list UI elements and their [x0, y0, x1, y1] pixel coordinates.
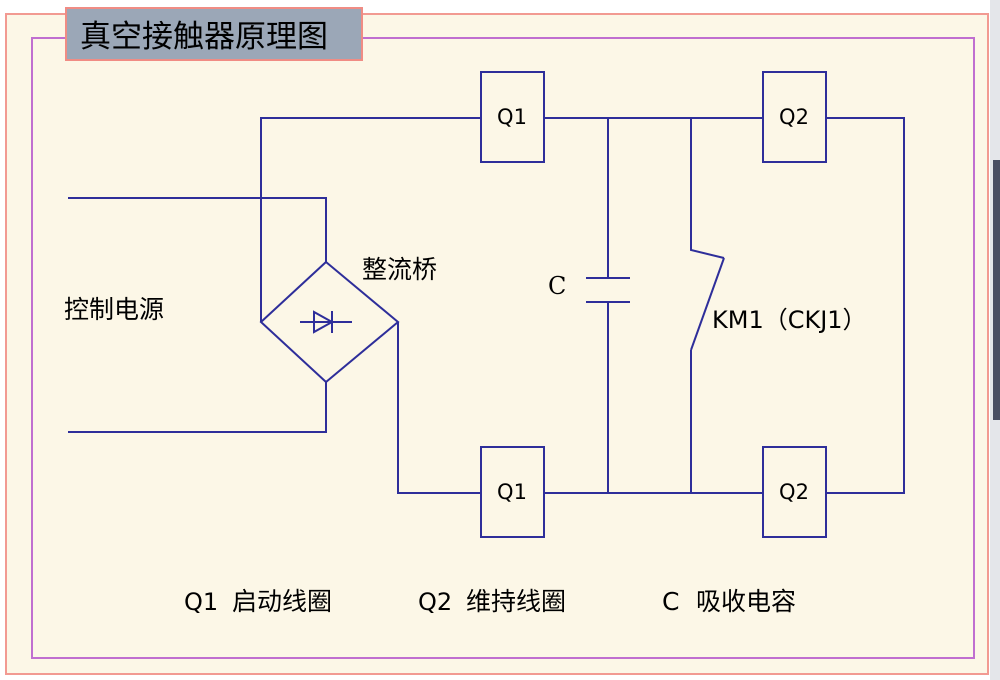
rectifier-diamond: [259, 260, 400, 384]
source-wire-bottom: [68, 382, 327, 433]
switch-blade: [690, 257, 725, 351]
right-loop: [826, 117, 905, 494]
q1-bottom-coil: [480, 446, 545, 538]
legend-q1-text: 启动线圈: [232, 587, 332, 616]
rectifier-to-top-q1: [260, 117, 481, 322]
inner-frame: [31, 37, 975, 659]
legend: Q1 启动线圈 Q2 维持线圈 C 吸收电容: [184, 587, 796, 616]
rectifier-to-bottom-q1: [397, 322, 481, 494]
diode-triangle: [313, 310, 335, 334]
switch-wire-top: [690, 118, 725, 259]
legend-c-text: 吸收电容: [696, 587, 796, 616]
legend-q1-symbol: Q1: [184, 588, 218, 616]
legend-q2-text: 维持线圈: [466, 587, 566, 616]
power-source-label: 控制电源: [64, 295, 164, 324]
switch-label: KM1（CKJ1）: [712, 306, 867, 334]
q2-bottom-label: Q2: [779, 480, 809, 504]
right-strip-dark: [993, 160, 1000, 420]
q2-bottom-coil: [762, 446, 827, 538]
capacitor-label: C: [548, 272, 566, 300]
q2-top-coil: [762, 71, 827, 163]
rectifier-label: 整流桥: [362, 255, 437, 284]
title-box: [65, 7, 363, 61]
diagram-title: 真空接触器原理图: [80, 19, 328, 55]
legend-c-symbol: C: [662, 587, 679, 616]
source-wire-top: [68, 197, 327, 262]
q1-top-coil: [480, 71, 545, 163]
legend-q2-symbol: Q2: [418, 588, 452, 616]
wiring: [68, 117, 905, 494]
q2-top-label: Q2: [779, 105, 809, 129]
q1-bottom-label: Q1: [497, 480, 527, 504]
q1-top-label: Q1: [497, 105, 527, 129]
